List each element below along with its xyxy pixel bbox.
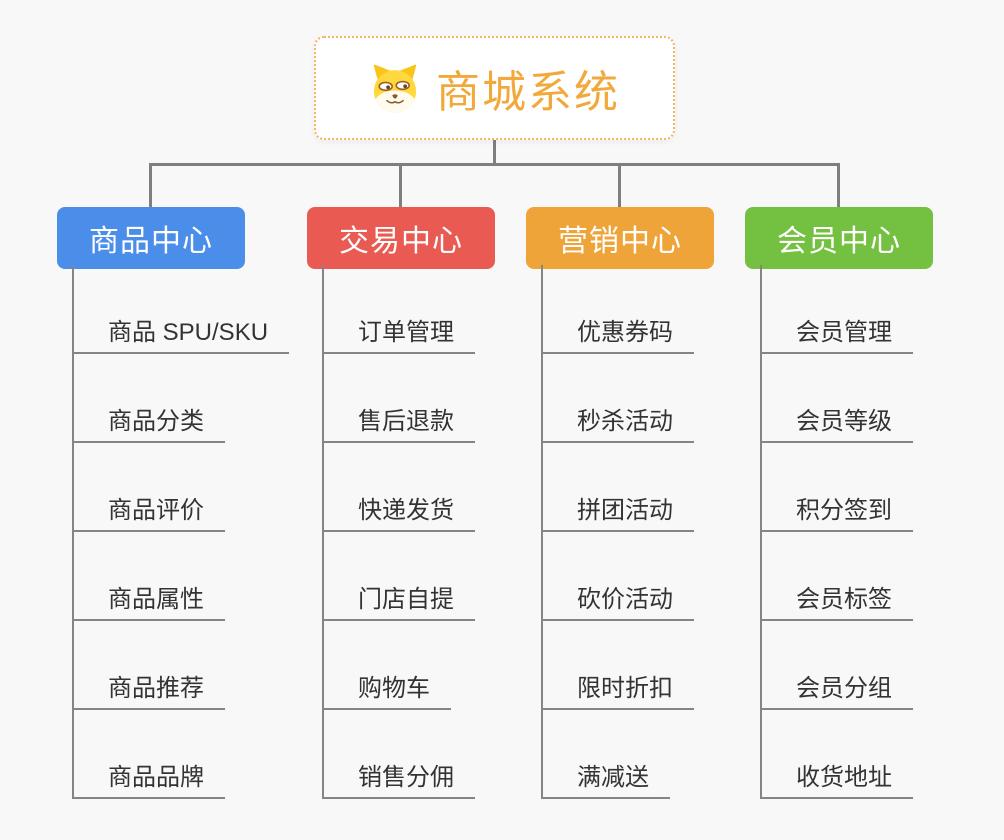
child-topic[interactable]: 收货地址 xyxy=(762,710,913,799)
child-topic[interactable]: 拼团活动 xyxy=(543,443,694,532)
child-topic-label: 门店自提 xyxy=(324,585,475,621)
child-topic[interactable]: 砍价活动 xyxy=(543,532,694,621)
branch-box-2[interactable]: 营销中心 xyxy=(526,207,714,269)
child-topic[interactable]: 限时折扣 xyxy=(543,621,694,710)
child-topic-label: 商品分类 xyxy=(74,407,225,443)
branch-box-0[interactable]: 商品中心 xyxy=(57,207,245,269)
child-topic-label: 会员等级 xyxy=(762,407,913,443)
child-topic[interactable]: 购物车 xyxy=(324,621,475,710)
child-topic-label: 商品 SPU/SKU xyxy=(74,318,290,354)
branch-children: 商品 SPU/SKU 商品分类商品评价商品属性商品推荐商品品牌 xyxy=(72,265,290,799)
child-topic-label: 限时折扣 xyxy=(543,674,694,710)
child-topic-label: 商品推荐 xyxy=(74,674,225,710)
child-topic[interactable]: 满减送 xyxy=(543,710,694,799)
child-topic-label: 商品品牌 xyxy=(74,763,225,799)
child-topic[interactable]: 积分签到 xyxy=(762,443,913,532)
child-topic-label: 砍价活动 xyxy=(543,585,694,621)
child-topic[interactable]: 门店自提 xyxy=(324,532,475,621)
child-topic-label: 拼团活动 xyxy=(543,496,694,532)
child-topic[interactable]: 订单管理 xyxy=(324,265,475,354)
child-topic[interactable]: 商品 SPU/SKU xyxy=(74,265,290,354)
branch-connector-drop xyxy=(149,163,152,210)
child-topic-label: 秒杀活动 xyxy=(543,407,694,443)
child-topic[interactable]: 售后退款 xyxy=(324,354,475,443)
child-topic[interactable]: 会员分组 xyxy=(762,621,913,710)
branch-box-1[interactable]: 交易中心 xyxy=(307,207,495,269)
root-node[interactable]: 商城系统 xyxy=(314,36,675,140)
child-topic-label: 购物车 xyxy=(324,674,451,710)
branch-children: 优惠券码秒杀活动拼团活动砍价活动限时折扣满减送 xyxy=(541,265,694,799)
branch-connector-drop xyxy=(837,163,840,210)
child-topic-label: 积分签到 xyxy=(762,496,913,532)
child-topic-label: 优惠券码 xyxy=(543,318,694,354)
branch-children: 会员管理会员等级积分签到会员标签会员分组收货地址 xyxy=(760,265,913,799)
child-topic-label: 销售分佣 xyxy=(324,763,475,799)
child-topic[interactable]: 会员等级 xyxy=(762,354,913,443)
child-topic[interactable]: 优惠券码 xyxy=(543,265,694,354)
connector-root-stem xyxy=(493,139,496,166)
branch-label: 商品中心 xyxy=(89,225,213,258)
child-topic-label: 售后退款 xyxy=(324,407,475,443)
doge-icon xyxy=(373,64,417,113)
connector-rail xyxy=(150,163,840,166)
child-topic-label: 会员标签 xyxy=(762,585,913,621)
child-topic-label: 满减送 xyxy=(543,763,670,799)
child-topic-label: 快递发货 xyxy=(324,496,475,532)
branch-connector-drop xyxy=(618,163,621,210)
branch-box-3[interactable]: 会员中心 xyxy=(745,207,933,269)
branch-label: 交易中心 xyxy=(339,225,463,258)
child-topic[interactable]: 秒杀活动 xyxy=(543,354,694,443)
child-topic[interactable]: 商品属性 xyxy=(74,532,289,621)
branch-connector-drop xyxy=(399,163,402,210)
branch-children: 订单管理售后退款快递发货门店自提购物车销售分佣 xyxy=(322,265,475,799)
child-topic-label: 会员分组 xyxy=(762,674,913,710)
child-topic[interactable]: 会员管理 xyxy=(762,265,913,354)
child-topic-label: 收货地址 xyxy=(762,763,913,799)
child-topic[interactable]: 销售分佣 xyxy=(324,710,475,799)
child-topic[interactable]: 商品分类 xyxy=(74,354,289,443)
child-topic-label: 商品属性 xyxy=(74,585,225,621)
child-topic-label: 订单管理 xyxy=(324,318,475,354)
child-topic[interactable]: 快递发货 xyxy=(324,443,475,532)
child-topic-label: 商品评价 xyxy=(74,496,225,532)
child-topic[interactable]: 商品推荐 xyxy=(74,621,289,710)
child-topic[interactable]: 会员标签 xyxy=(762,532,913,621)
child-topic-label: 会员管理 xyxy=(762,318,913,354)
child-topic[interactable]: 商品评价 xyxy=(74,443,289,532)
branch-label: 营销中心 xyxy=(558,225,682,258)
root-title: 商城系统 xyxy=(436,68,620,117)
branch-label: 会员中心 xyxy=(777,225,901,258)
child-topic[interactable]: 商品品牌 xyxy=(74,710,289,799)
